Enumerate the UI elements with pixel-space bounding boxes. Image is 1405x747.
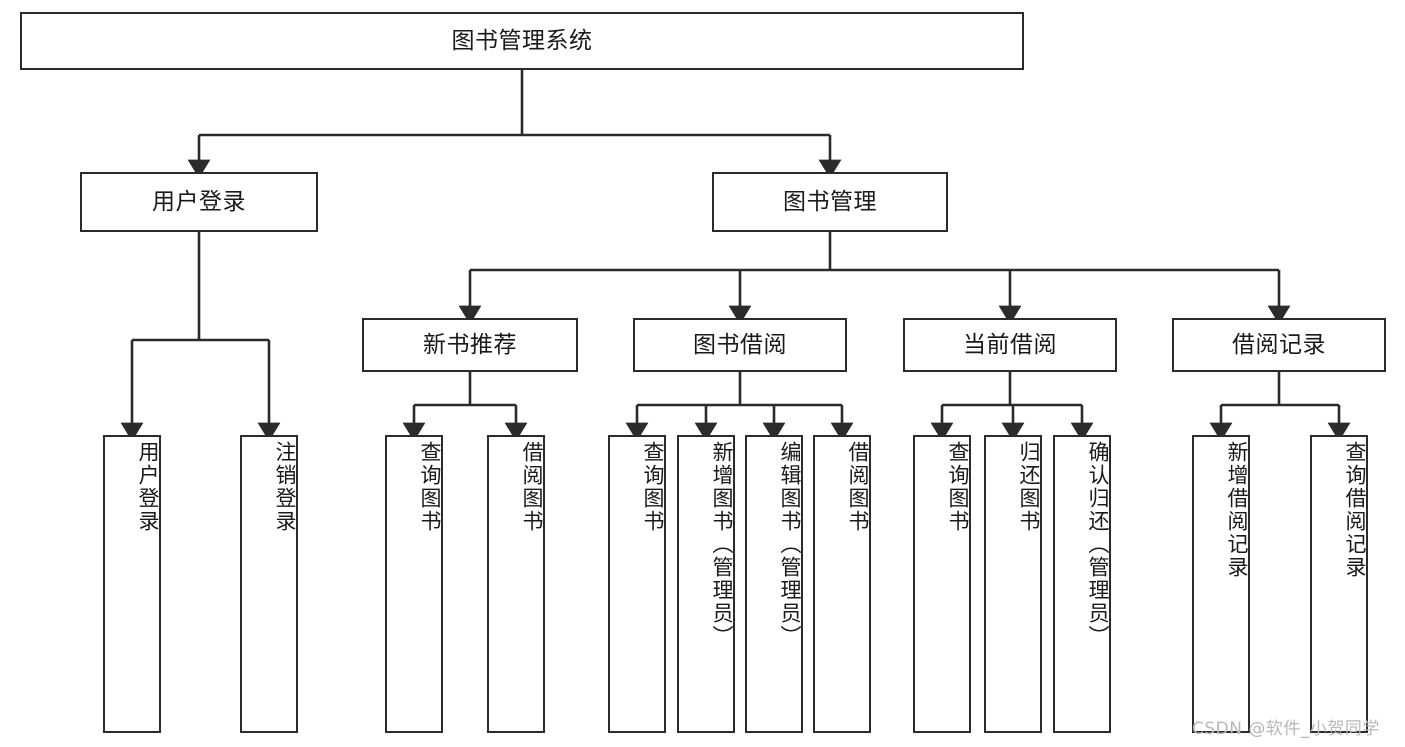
node-root-label: 图书管理系统: [451, 27, 593, 54]
leaf-borrow-book-2-label: 借阅图书: [846, 441, 870, 533]
node-book-borrow-label: 图书借阅: [693, 331, 787, 358]
leaf-user-login-label: 用户登录: [136, 441, 160, 533]
leaf-borrow-book-1-label: 借阅图书: [520, 441, 544, 533]
leaf-query-book-3-label: 查询图书: [946, 441, 970, 533]
leaf-edit-book-admin[interactable]: 编辑图书（管理员）: [745, 435, 803, 733]
leaf-borrow-book-1[interactable]: 借阅图书: [487, 435, 545, 733]
node-current-borrow[interactable]: 当前借阅: [903, 318, 1117, 372]
node-user-login[interactable]: 用户登录: [80, 172, 318, 232]
leaf-add-book-admin-label: 新增图书（管理员）: [710, 441, 734, 648]
leaf-add-book-admin[interactable]: 新增图书（管理员）: [677, 435, 735, 733]
node-new-book-rec-label: 新书推荐: [423, 331, 517, 358]
leaf-logout-login-label: 注销登录: [273, 441, 297, 533]
leaf-query-book-3[interactable]: 查询图书: [913, 435, 971, 733]
leaf-confirm-return-admin-label: 确认归还（管理员）: [1086, 441, 1110, 648]
leaf-return-book[interactable]: 归还图书: [984, 435, 1042, 733]
leaf-query-book-2-label: 查询图书: [641, 441, 665, 533]
leaf-query-book-2[interactable]: 查询图书: [608, 435, 666, 733]
leaf-query-book-1-label: 查询图书: [418, 441, 442, 533]
leaf-logout-login[interactable]: 注销登录: [240, 435, 298, 733]
node-borrow-record[interactable]: 借阅记录: [1172, 318, 1386, 372]
leaf-add-borrow-record-label: 新增借阅记录: [1225, 441, 1249, 579]
leaf-add-borrow-record[interactable]: 新增借阅记录: [1192, 435, 1250, 733]
leaf-query-book-1[interactable]: 查询图书: [385, 435, 443, 733]
csdn-watermark: CSDN @软件_小贺同学: [1192, 719, 1380, 739]
leaf-return-book-label: 归还图书: [1017, 441, 1041, 533]
node-root[interactable]: 图书管理系统: [20, 12, 1024, 70]
leaf-query-borrow-record[interactable]: 查询借阅记录: [1310, 435, 1368, 733]
node-user-login-label: 用户登录: [152, 188, 246, 215]
node-book-manage[interactable]: 图书管理: [712, 172, 948, 232]
leaf-query-borrow-record-label: 查询借阅记录: [1343, 441, 1367, 579]
node-book-borrow[interactable]: 图书借阅: [633, 318, 847, 372]
leaf-confirm-return-admin[interactable]: 确认归还（管理员）: [1053, 435, 1111, 733]
leaf-borrow-book-2[interactable]: 借阅图书: [813, 435, 871, 733]
node-new-book-rec[interactable]: 新书推荐: [362, 318, 578, 372]
node-current-borrow-label: 当前借阅: [963, 331, 1057, 358]
node-borrow-record-label: 借阅记录: [1232, 331, 1326, 358]
leaf-edit-book-admin-label: 编辑图书（管理员）: [778, 441, 802, 648]
node-book-manage-label: 图书管理: [783, 188, 877, 215]
leaf-user-login[interactable]: 用户登录: [103, 435, 161, 733]
